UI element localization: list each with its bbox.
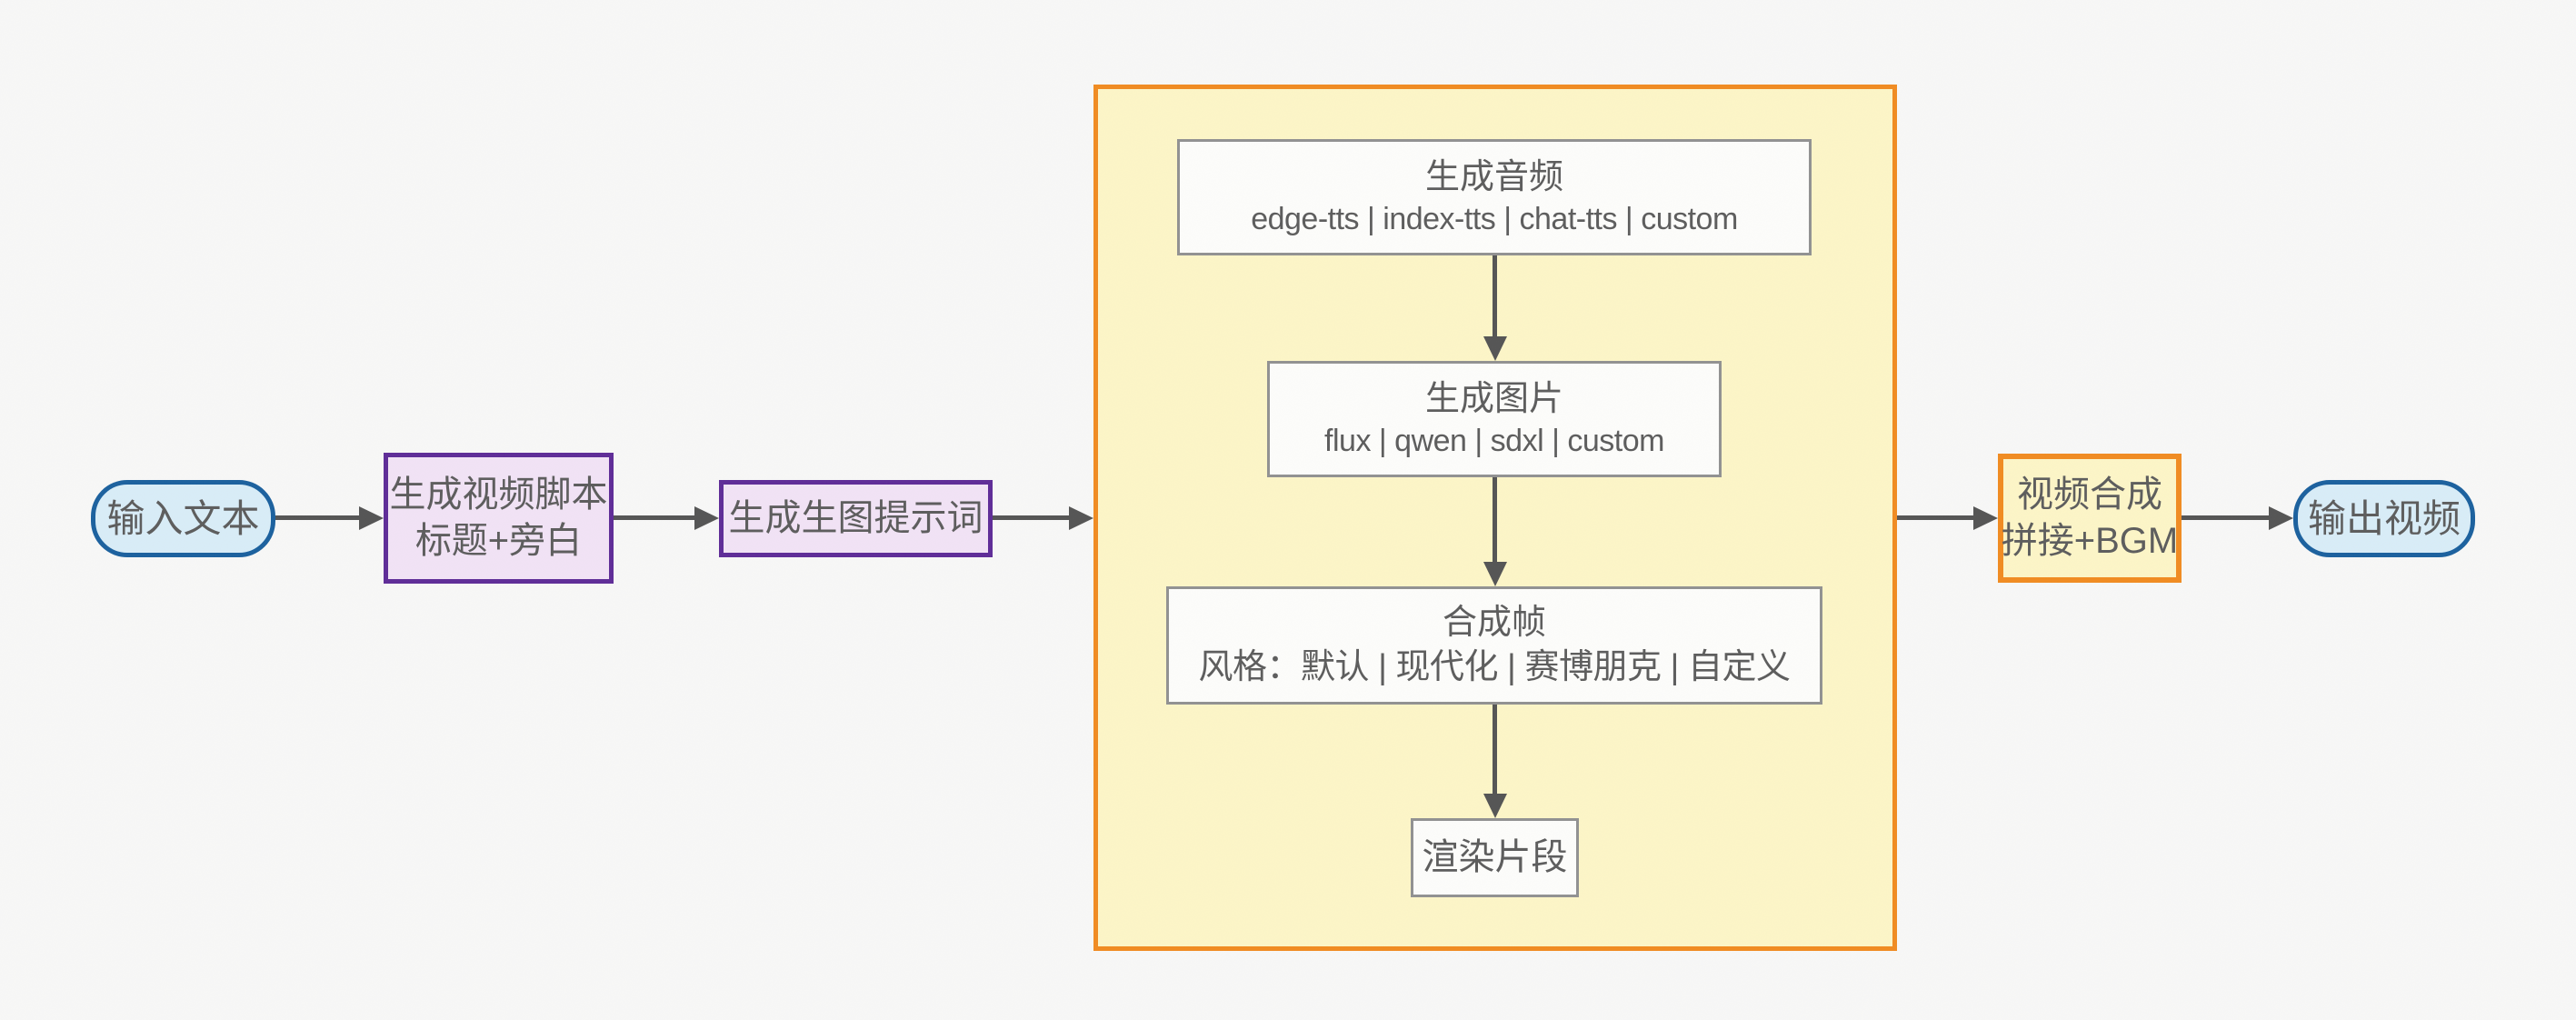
node-video-compose: 视频合成 拼接+BGM	[1998, 454, 2182, 583]
node-output-video: 输出视频	[2293, 480, 2475, 557]
node-generate-script-line1: 生成视频脚本	[389, 474, 608, 515]
arrow-prompt-to-segment-container	[993, 515, 1069, 520]
arrow-script-to-prompt	[614, 515, 694, 520]
node-generate-script-line2: 标题+旁白	[414, 521, 583, 561]
arrow-frame-to-render	[1493, 705, 1497, 794]
node-generate-audio-title: 生成音频	[1424, 157, 1563, 196]
node-generate-image-prompt-label: 生成生图提示词	[728, 497, 983, 538]
node-video-compose-line2: 拼接+BGM	[2001, 521, 2179, 561]
node-generate-image-options: flux | qwen | sdxl | custom	[1324, 423, 1664, 458]
node-video-compose-line1: 视频合成	[2017, 474, 2162, 515]
node-output-video-label: 输出视频	[2307, 496, 2461, 540]
node-compose-frame-options: 风格：默认 | 现代化 | 赛博朋克 | 自定义	[1198, 648, 1791, 686]
node-generate-audio: 生成音频 edge-tts | index-tts | chat-tts | c…	[1177, 139, 1812, 255]
arrow-audio-to-image	[1493, 255, 1497, 336]
node-render-segment: 渲染片段	[1411, 818, 1579, 897]
node-generate-script: 生成视频脚本 标题+旁白	[384, 453, 614, 584]
node-compose-frame-title: 合成帧	[1442, 604, 1546, 643]
node-generate-image-title: 生成图片	[1424, 379, 1563, 418]
node-render-segment-label: 渲染片段	[1422, 836, 1568, 877]
arrow-compose-to-output	[2182, 515, 2269, 520]
node-input-text-label: 输入文本	[106, 496, 260, 540]
node-compose-frame: 合成帧 风格：默认 | 现代化 | 赛博朋克 | 自定义	[1166, 586, 1822, 705]
arrow-input-to-script	[275, 515, 359, 520]
arrow-segment-container-to-compose	[1897, 515, 1973, 520]
node-input-text: 输入文本	[91, 480, 275, 557]
node-generate-image: 生成图片 flux | qwen | sdxl | custom	[1267, 361, 1722, 477]
node-generate-audio-options: edge-tts | index-tts | chat-tts | custom	[1251, 201, 1738, 236]
arrow-image-to-frame	[1493, 477, 1497, 562]
node-generate-image-prompt: 生成生图提示词	[719, 480, 993, 557]
